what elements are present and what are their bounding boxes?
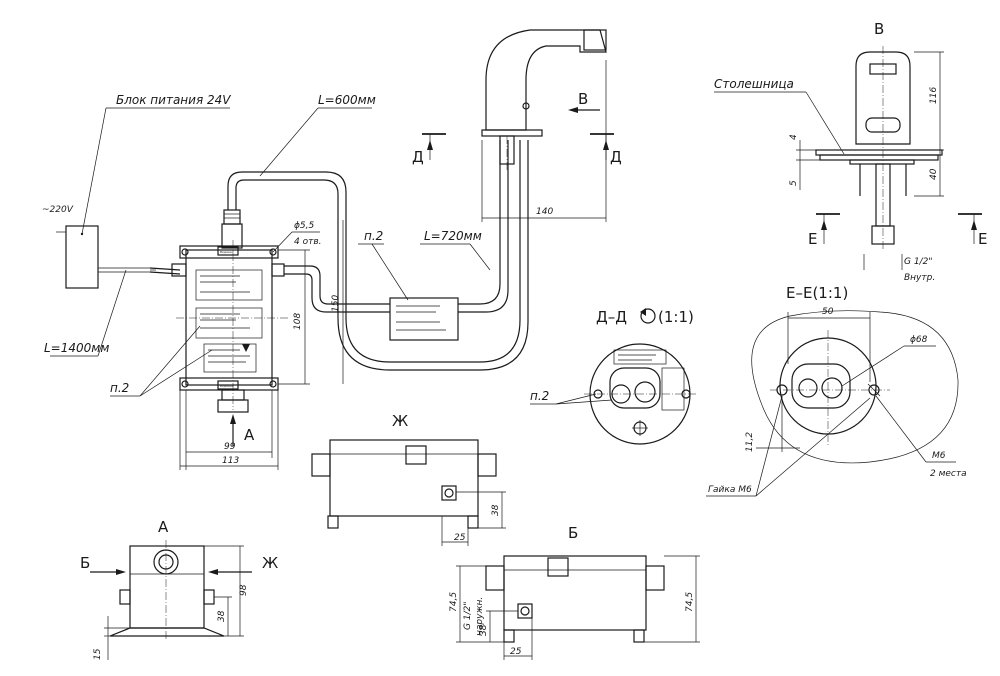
section-dd-scale: (1:1) (658, 308, 694, 326)
p2-label-module: п.2 (364, 229, 383, 243)
inline-module (358, 243, 459, 341)
g-half-outer-label: G 1/2" (463, 602, 473, 630)
p2-label-section: п.2 (530, 389, 549, 403)
plate-brand-top: Водяной (220, 250, 234, 254)
dim-4-label: 4 (789, 134, 799, 140)
dim-99-113 (179, 390, 279, 470)
section-e-markers (816, 213, 982, 244)
power-supply-block (56, 107, 230, 289)
hose-720-label: L=720мм (424, 229, 482, 243)
dim-74-5-left-label: 74,5 (449, 592, 459, 612)
countertop-label: Столешница (714, 77, 794, 91)
p2-label-box: п.2 (110, 381, 129, 395)
view-zh-arrow-label: Ж (262, 554, 278, 572)
dim-113-label: 113 (222, 456, 239, 466)
view-b-title: Б (568, 524, 578, 542)
dim-25-b-label: 25 (510, 647, 522, 657)
dim-99-label: 99 (224, 442, 236, 452)
dim-116-label: 116 (929, 87, 939, 104)
dim-38-a-label: 38 (217, 610, 227, 622)
cable-600 (227, 107, 480, 371)
holes-count-label: 4 отв. (294, 237, 322, 247)
dim-25-zh-label: 25 (454, 533, 466, 543)
dim-108 (278, 249, 310, 385)
view-v-title: В (874, 20, 884, 38)
dim-5-label: 5 (789, 180, 799, 186)
hose-box-right (284, 265, 390, 313)
cable-600-label: L=600мм (318, 93, 376, 107)
outer-label: наружн. (475, 597, 485, 636)
cable-1400 (50, 267, 181, 357)
control-box-front: Водяной Водяной (171, 209, 290, 413)
dim-140-label: 140 (536, 207, 553, 217)
dim-38-zh-label: 38 (491, 504, 501, 516)
mains-label: ~220V (42, 205, 74, 215)
dim-15-label: 15 (93, 648, 103, 660)
dim-50-label: 50 (822, 307, 834, 317)
m6-label: М6 (932, 451, 946, 461)
dim-98-label: 98 (239, 584, 249, 596)
section-d-left: Д (412, 148, 424, 166)
plate-brand-bottom: Водяной (220, 384, 234, 388)
view-a-arrow (230, 414, 236, 446)
dim-hole-diameter: ϕ5,5 (294, 221, 315, 231)
section-dd-view (584, 343, 696, 445)
dim-108-label: 108 (293, 313, 303, 330)
view-zh-title: Ж (392, 412, 408, 430)
section-d-right: Д (610, 148, 622, 166)
view-b-box (485, 555, 665, 643)
dim-68-label: ϕ68 (910, 335, 928, 345)
faucet-main (481, 29, 607, 170)
dim-150-label: 150 (331, 295, 341, 312)
dim-40-label: 40 (929, 168, 939, 180)
section-ee-view (751, 310, 959, 464)
section-d-markers (422, 133, 614, 160)
g-half-inner-label: G 1/2" (904, 257, 932, 267)
view-a-box (109, 540, 225, 640)
nut-m6-label: Гайка М6 (708, 485, 752, 495)
view-a-marker: А (244, 426, 255, 444)
dim-74-5-right-label: 74,5 (685, 592, 695, 612)
dim-38-b-label: 38 (479, 624, 489, 636)
view-b-arrow-label: Б (80, 554, 90, 572)
dims-section-ee (706, 312, 956, 497)
section-ee-title: Е–Е(1:1) (786, 284, 848, 302)
section-e-left: Е (808, 230, 817, 248)
dim-140 (481, 60, 607, 222)
dims-view-zh (441, 491, 506, 546)
view-a-title: А (158, 518, 169, 536)
view-zh-box (311, 439, 497, 529)
cable-1400-label: L=1400мм (44, 341, 109, 355)
view-a-arrows (90, 569, 252, 575)
hose-720 (420, 140, 529, 371)
view-v-faucet (815, 46, 943, 250)
dim-11-2-label: 11,2 (745, 432, 755, 452)
dims-view-a (104, 545, 244, 660)
rotation-symbol (640, 308, 656, 324)
dims-view-b (456, 555, 700, 660)
view-v-marker: В (578, 90, 588, 108)
view-b-arrow (568, 107, 600, 113)
section-dd-title: Д–Д (596, 308, 627, 326)
inner-label: Внутр. (904, 273, 935, 283)
dims-view-v (796, 51, 944, 270)
section-e-right: Е (978, 230, 987, 248)
two-places-label: 2 места (930, 469, 967, 479)
power-block-label: Блок питания 24V (116, 93, 231, 107)
